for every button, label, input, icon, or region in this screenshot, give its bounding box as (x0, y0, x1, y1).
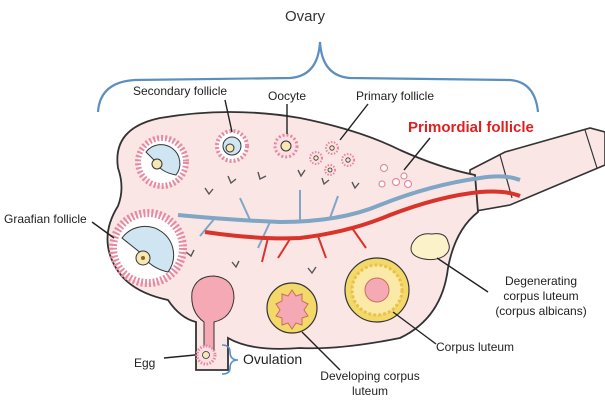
corpus-luteum (344, 257, 410, 323)
ovulation-site (191, 275, 235, 351)
label-degenerating-3: (corpus albicans) (495, 304, 587, 318)
label-primary-follicle: Primary follicle (356, 89, 435, 103)
ovulation-brace (221, 344, 239, 375)
label-developing-1: Developing corpus (320, 369, 420, 383)
ovary-brace (96, 41, 540, 113)
diagram-title: Ovary (284, 8, 325, 25)
ligament-line-2 (584, 129, 598, 169)
corpus-albicans (410, 233, 450, 261)
antral-follicle (135, 135, 189, 189)
vein-branch (199, 190, 339, 249)
secondary-follicle (215, 129, 249, 163)
label-degenerating-1: Degenerating (504, 274, 578, 288)
developing-corpus-luteum (266, 282, 318, 334)
artery (204, 189, 521, 241)
label-ovulation: Ovulation (243, 351, 303, 367)
label-primordial-follicle: Primordial follicle (408, 119, 534, 136)
leader-lines (91, 99, 489, 371)
label-developing-2: luteum (351, 384, 389, 398)
label-graafian-follicle: Graafian follicle (4, 212, 87, 226)
oocyte-follicle (273, 133, 299, 159)
label-secondary-follicle: Secondary follicle (133, 84, 228, 98)
graafian-follicle (109, 209, 187, 287)
label-oocyte: Oocyte (268, 89, 307, 103)
capillary-marks (185, 169, 360, 275)
label-corpus-luteum: Corpus luteum (436, 340, 515, 354)
label-degenerating-2: corpus luteum (503, 289, 579, 303)
primary-oocytes (313, 145, 351, 173)
released-egg (195, 344, 217, 366)
artery-branch (261, 227, 367, 263)
primordial-follicles (378, 163, 413, 189)
vein (177, 174, 521, 225)
label-egg: Egg (134, 356, 156, 370)
ovarian-ligament (469, 127, 605, 213)
